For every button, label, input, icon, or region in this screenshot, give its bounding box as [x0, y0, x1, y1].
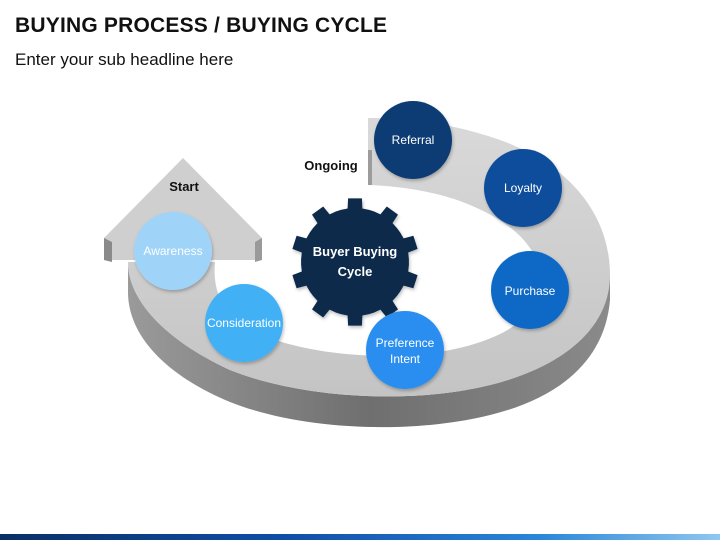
center-label-line2: Cycle — [338, 264, 373, 279]
start-label: Start — [169, 179, 199, 194]
stage-awareness-label: Awareness — [143, 244, 202, 258]
stage-awareness: Awareness — [134, 212, 212, 290]
stage-purchase-label: Purchase — [505, 284, 556, 298]
page-title: BUYING PROCESS / BUYING CYCLE — [15, 14, 388, 37]
center-gear: Buyer Buying Cycle — [292, 198, 418, 326]
footer-accent-bar — [0, 534, 720, 540]
ring-end-edge — [368, 150, 372, 185]
start-arrow-side-right — [255, 238, 262, 262]
stage-consideration: Consideration — [205, 284, 283, 362]
start-arrow-side — [104, 238, 112, 262]
stage-referral: Referral — [374, 101, 452, 179]
page-subtitle: Enter your sub headline here — [15, 50, 234, 69]
stage-consideration-label: Consideration — [207, 316, 281, 330]
stage-preference-label-line1: Preference — [376, 336, 435, 350]
stage-purchase: Purchase — [491, 251, 569, 329]
stage-referral-label: Referral — [392, 133, 435, 147]
stage-preference-intent: Preference Intent — [366, 311, 444, 389]
ongoing-label: Ongoing — [304, 158, 357, 173]
center-label-line1: Buyer Buying — [313, 244, 398, 259]
stage-loyalty: Loyalty — [484, 149, 562, 227]
stage-loyalty-label: Loyalty — [504, 181, 542, 195]
stage-preference-label-line2: Intent — [390, 352, 421, 366]
ring-side — [128, 262, 610, 428]
